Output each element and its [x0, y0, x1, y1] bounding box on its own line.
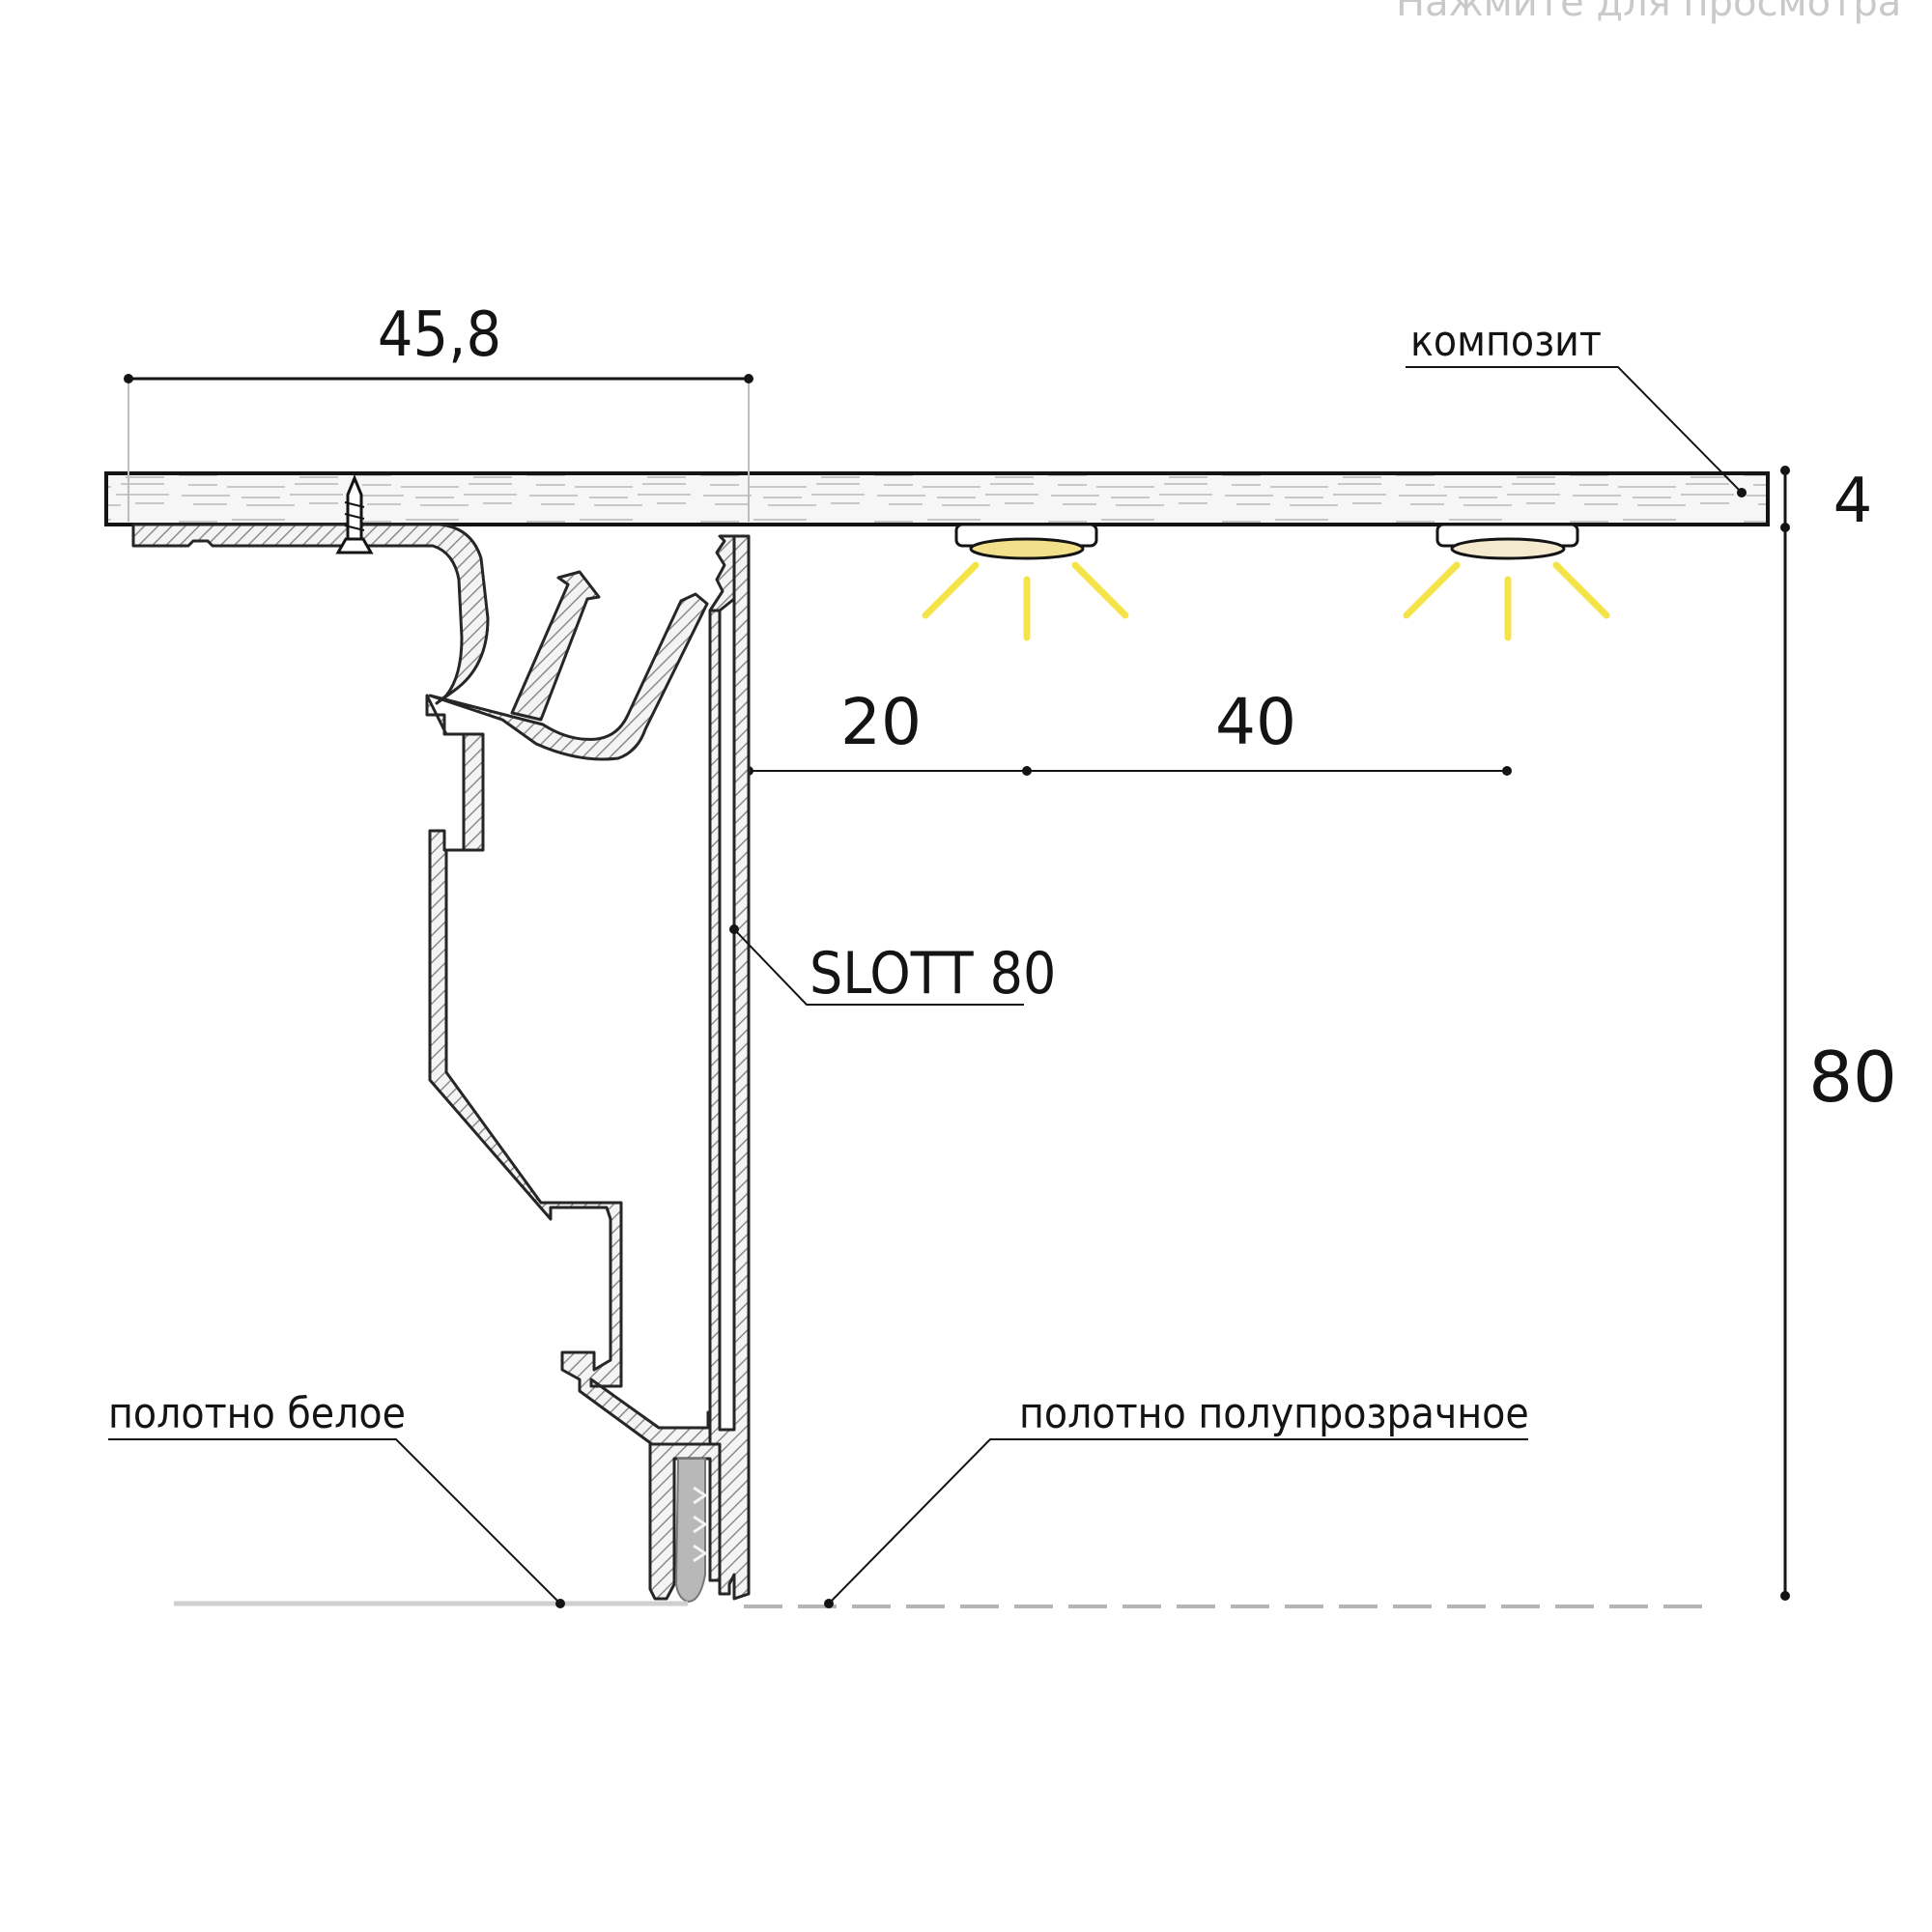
- composite-panel: [104, 471, 1770, 526]
- height-dot-top: [1780, 466, 1790, 475]
- light-rays-icon: [1403, 561, 1610, 641]
- height-value: 80: [1808, 1037, 1897, 1118]
- offset-dot-mid: [1022, 766, 1032, 776]
- height-dot-mid: [1780, 523, 1790, 532]
- offset-second-value: 40: [1215, 685, 1296, 759]
- profile-top-flange: [131, 523, 490, 705]
- composite-label: композит: [1410, 317, 1602, 366]
- profile-arrow-hook: [510, 570, 601, 722]
- width-dim-dot-left: [124, 374, 133, 384]
- profile-label: SLOTT 80: [810, 940, 1056, 1008]
- led-lamp-icon: [954, 523, 1098, 560]
- profile-bottom-slot: [648, 1442, 722, 1601]
- profile-channel: [428, 592, 709, 761]
- panel-thickness-value: 4: [1833, 466, 1873, 537]
- translucent-canvas-leader-dot: [824, 1599, 834, 1608]
- profile-web: [425, 694, 722, 1446]
- harpoon-insert: [674, 1458, 706, 1604]
- white-canvas-leader: [108, 1438, 561, 1605]
- width-dim-dot-right: [744, 374, 753, 384]
- offset-dot-end: [1502, 766, 1512, 776]
- offset-first-value: 20: [840, 685, 922, 759]
- width-dimension-value: 45,8: [378, 299, 501, 371]
- white-canvas-leader-dot: [555, 1599, 565, 1608]
- screw-icon: [335, 474, 374, 554]
- height-dot-bottom: [1780, 1591, 1790, 1601]
- profile-leader-dot: [729, 924, 739, 934]
- composite-leader-dot: [1737, 488, 1747, 497]
- profile-outer-wall: [708, 534, 751, 1601]
- white-canvas-label: полотно белое: [108, 1389, 406, 1438]
- profile-leader: [733, 928, 1024, 1006]
- translucent-canvas-leader: [828, 1438, 1528, 1605]
- profile-top-notch: [708, 534, 736, 612]
- composite-leader: [1406, 366, 1743, 494]
- translucent-canvas-label: полотно полупрозрачное: [1019, 1389, 1529, 1438]
- light-rays-icon: [922, 561, 1129, 641]
- view-hint-text[interactable]: Нажмите для просмотра: [1396, 0, 1901, 25]
- harpoon-teeth: [693, 1486, 708, 1563]
- led-lamp-icon: [1435, 523, 1579, 560]
